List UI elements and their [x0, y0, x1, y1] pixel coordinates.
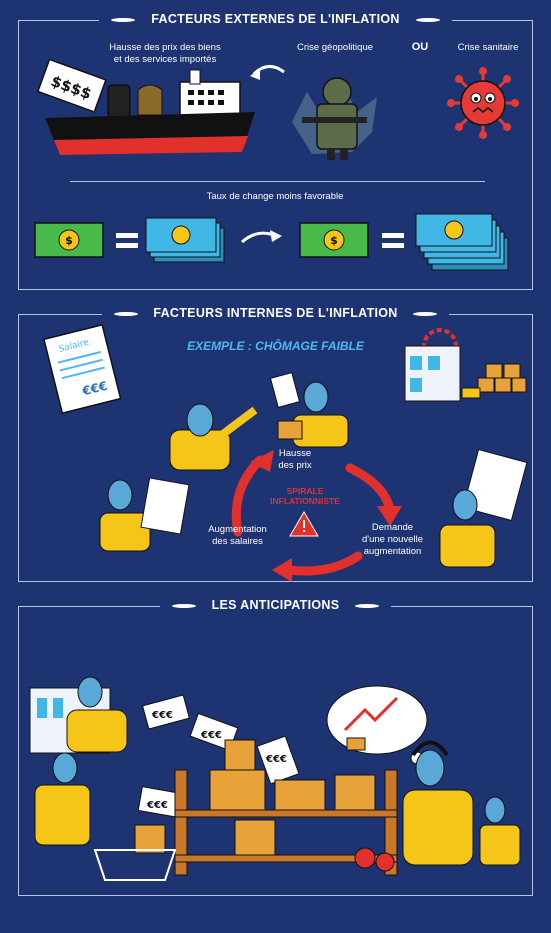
- spiral-center-label: SPIRALE INFLATIONNISTE: [270, 486, 340, 506]
- worker-demanding-raise-figure: [439, 448, 528, 568]
- anticipations-illustration: €€€ €€€ €€€ €€€: [29, 676, 521, 881]
- cargo-ship-icon: [45, 69, 255, 155]
- svg-text:€€€: €€€: [80, 379, 109, 399]
- salary-document-icon: Salaire €€€: [43, 323, 122, 415]
- price-tag-holder-figure: [269, 372, 349, 448]
- factory-illustration: [404, 328, 527, 402]
- anticipations-title: LES ANTICIPATIONS: [201, 598, 350, 612]
- warning-icon: [289, 511, 319, 537]
- inflation-spiral-arrows: [231, 450, 402, 582]
- svg-text:€€€: €€€: [146, 800, 168, 811]
- section1-divider: [70, 181, 485, 182]
- external-factors-panel: FACTEURS EXTERNES DE L'INFLATION: [18, 12, 533, 290]
- spiral-left-label: Augmentation des salaires: [208, 524, 267, 547]
- worker-with-document-figure: [99, 477, 190, 552]
- svg-text:€€€: €€€: [265, 754, 287, 765]
- virus-icon: [447, 67, 519, 139]
- left-arrow-icon: [250, 65, 285, 80]
- equals-icon: [116, 233, 138, 248]
- dollar-bill-icon: $: [34, 222, 104, 258]
- svg-text:$: $: [330, 234, 338, 247]
- wheat-sack-icon: [137, 84, 163, 116]
- imports-label: Hausse des prix des biens et des service…: [109, 42, 221, 65]
- sanitary-label: Crise sanitaire: [457, 42, 519, 53]
- oil-barrel-icon: [107, 84, 131, 118]
- example-label: EXEMPLE : CHÔMAGE FAIBLE: [187, 339, 364, 353]
- soldier-illustration: [292, 77, 377, 160]
- anticipations-panel: LES ANTICIPATIONS: [18, 598, 533, 896]
- internal-factors-title: FACTEURS INTERNES DE L'INFLATION: [143, 306, 408, 320]
- spiral-top-label: Hausse des prix: [278, 448, 312, 471]
- blue-bills-stack-icon: [145, 217, 225, 263]
- exchange-rate-label: Taux de change moins favorable: [206, 191, 344, 202]
- spiral-right-label: Demande d'une nouvelle augmentation: [362, 522, 423, 557]
- dollar-bill-icon: $: [299, 222, 369, 258]
- price-tag-icon: $$$$: [36, 58, 107, 113]
- svg-text:€€€: €€€: [200, 730, 222, 741]
- cargo-ship-illustration: $$$$: [36, 58, 255, 155]
- internal-factors-panel: FACTEURS INTERNES DE L'INFLATION EXEMPLE…: [18, 306, 533, 582]
- svg-text:€€€: €€€: [151, 710, 173, 721]
- external-factors-title: FACTEURS EXTERNES DE L'INFLATION: [141, 12, 410, 26]
- right-arrow-icon: [241, 230, 282, 244]
- exchange-rate-illustration: $ $: [34, 213, 509, 271]
- equals-icon: [382, 233, 404, 248]
- large-blue-bills-stack-icon: [415, 213, 509, 271]
- or-label: OU: [411, 41, 429, 53]
- svg-text:$: $: [65, 234, 73, 247]
- geopolitics-label: Crise géopolitique: [296, 42, 374, 53]
- employer-figure: [169, 403, 258, 471]
